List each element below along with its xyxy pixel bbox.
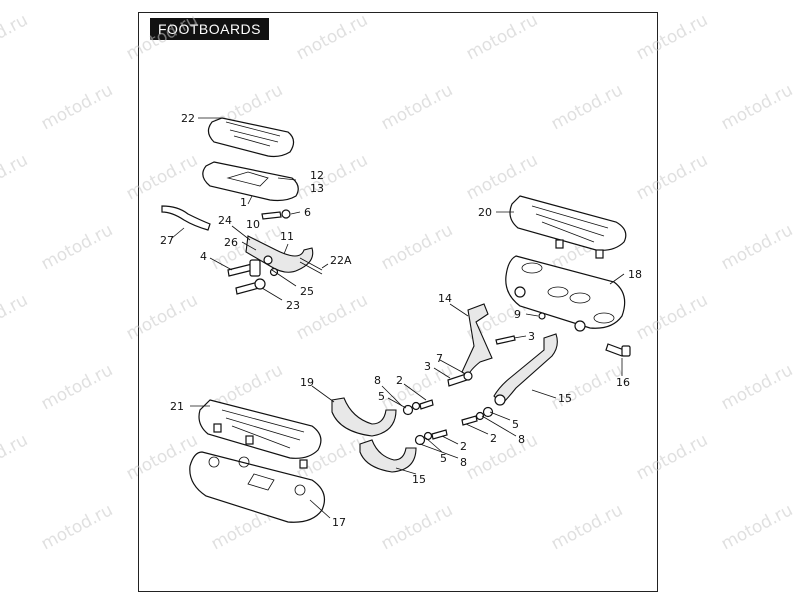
watermark-text: motod.ru xyxy=(123,290,201,344)
screw-9 xyxy=(538,312,546,320)
watermark-text: motod.ru xyxy=(38,220,116,274)
callout-label: 26 xyxy=(224,236,238,249)
bracket-15-right xyxy=(493,333,558,406)
watermark-text: motod.ru xyxy=(463,10,541,64)
callout-label: 17 xyxy=(332,516,346,529)
watermark-text: motod.ru xyxy=(463,150,541,204)
watermark-text: motod.ru xyxy=(123,10,201,64)
callout-label: 1 xyxy=(240,196,247,209)
callout-label: 22 xyxy=(181,112,195,125)
watermark-text: motod.ru xyxy=(0,150,31,204)
watermark-text: motod.ru xyxy=(38,360,116,414)
bolt-3-upper xyxy=(495,335,516,345)
callout-label: 3 xyxy=(528,330,535,343)
callout-label: 19 xyxy=(300,376,314,389)
footboard-base-12 xyxy=(202,161,299,202)
callout-label: 5 xyxy=(512,418,519,431)
callout-label: 2 xyxy=(490,432,497,445)
bolt-3-lower xyxy=(447,371,473,387)
watermark-text: motod.ru xyxy=(548,360,626,414)
bracket-11 xyxy=(245,235,314,277)
callout-label: 12 xyxy=(310,169,324,182)
callout-label: 14 xyxy=(438,292,452,305)
callout-label: 8 xyxy=(374,374,381,387)
watermark-text: motod.ru xyxy=(548,500,626,554)
callout-label: 22A xyxy=(330,254,352,267)
pin-22a xyxy=(299,257,323,275)
callout-label: 16 xyxy=(616,376,630,389)
scuff-plate-27 xyxy=(161,205,211,231)
hardware-set-right xyxy=(461,406,494,426)
callout-label: 4 xyxy=(200,250,207,263)
footboard-pad-22 xyxy=(207,117,295,158)
callout-label: 21 xyxy=(170,400,184,413)
callout-label: 10 xyxy=(246,218,260,231)
bolt-23 xyxy=(235,278,266,295)
callout-label: 13 xyxy=(310,182,324,195)
callout-label: 11 xyxy=(280,230,294,243)
watermark-text: motod.ru xyxy=(378,500,456,554)
watermark-text: motod.ru xyxy=(38,500,116,554)
callout-label: 2 xyxy=(460,440,467,453)
callout-label: 15 xyxy=(412,473,426,486)
callout-label: 5 xyxy=(440,452,447,465)
watermark-text: motod.ru xyxy=(548,80,626,134)
callout-label: 27 xyxy=(160,234,174,247)
callout-label: 23 xyxy=(286,299,300,312)
watermark-text: motod.ru xyxy=(633,150,711,204)
bracket-19 xyxy=(331,397,397,437)
callout-label: 3 xyxy=(424,360,431,373)
watermark-text: motod.ru xyxy=(718,80,794,134)
callout-label: 15 xyxy=(558,392,572,405)
footboard-base-18 xyxy=(505,255,626,332)
callout-label: 18 xyxy=(628,268,642,281)
footboard-pad-21 xyxy=(198,399,322,469)
watermark-text: motod.ru xyxy=(633,430,711,484)
watermark-text: motod.ru xyxy=(123,430,201,484)
callout-label: 8 xyxy=(460,456,467,469)
watermark-text: motod.ru xyxy=(0,430,31,484)
watermark-text: motod.ru xyxy=(378,80,456,134)
leader-lines xyxy=(171,117,625,519)
watermark-text: motod.ru xyxy=(718,360,794,414)
callout-label: 25 xyxy=(300,285,314,298)
watermark-text: motod.ru xyxy=(293,150,371,204)
bolt-10 xyxy=(261,209,291,220)
watermark-text: motod.ru xyxy=(718,500,794,554)
watermark-text: motod.ru xyxy=(293,10,371,64)
watermark-text: motod.ru xyxy=(463,430,541,484)
watermark-text: motod.ru xyxy=(38,80,116,134)
watermark-text: motod.ru xyxy=(718,220,794,274)
bolt-4 xyxy=(227,259,261,277)
callout-label: 7 xyxy=(436,352,443,365)
watermark-text: motod.ru xyxy=(633,10,711,64)
callout-label: 5 xyxy=(378,390,385,403)
callout-label: 6 xyxy=(304,206,311,219)
watermark-text: motod.ru xyxy=(0,290,31,344)
watermark-text: motod.ru xyxy=(293,290,371,344)
callout-label: 24 xyxy=(218,214,232,227)
callout-label: 9 xyxy=(514,308,521,321)
callout-label: 2 xyxy=(396,374,403,387)
callout-label: 20 xyxy=(478,206,492,219)
bolt-16 xyxy=(605,343,631,357)
watermark-text: motod.ru xyxy=(0,10,31,64)
callout-labels: 22 12 13 1 6 10 27 24 26 11 4 22A 25 23 … xyxy=(160,112,642,529)
page-title: FOOTBOARDS xyxy=(150,18,270,40)
footboard-base-17 xyxy=(189,451,325,523)
bracket-15-left xyxy=(359,439,417,473)
watermark-text: motod.ru xyxy=(378,220,456,274)
watermark-text: motod.ru xyxy=(633,290,711,344)
callout-label: 8 xyxy=(518,433,525,446)
watermark-text: motod.ru xyxy=(123,150,201,204)
footboard-pad-20 xyxy=(509,195,627,259)
